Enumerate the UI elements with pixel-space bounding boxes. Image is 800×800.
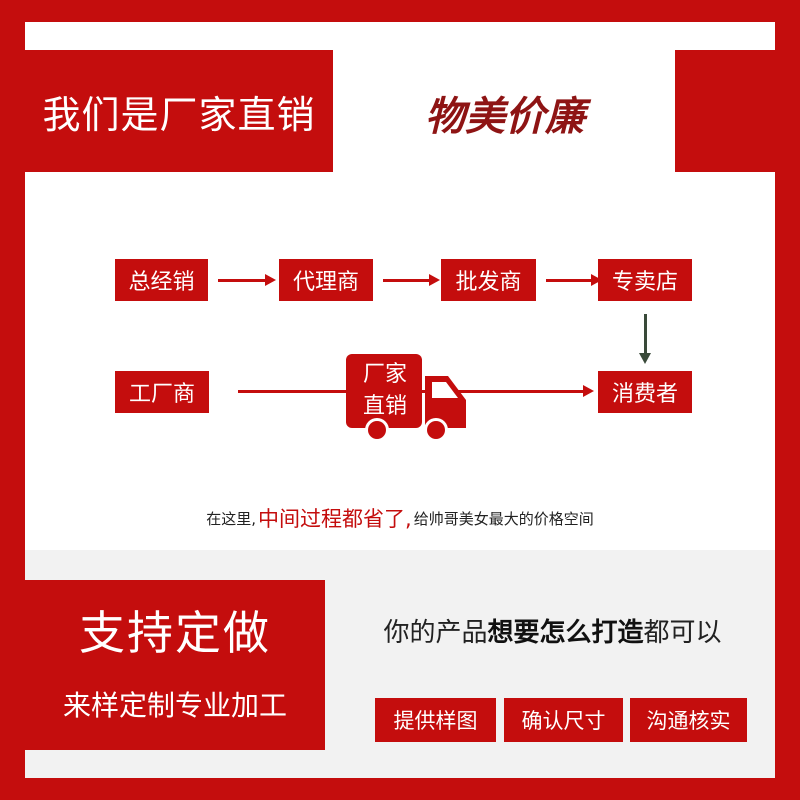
step-provide-sample[interactable]: 提供样图 xyxy=(375,698,496,742)
corner-band xyxy=(675,50,775,172)
tagline-prefix: 你的产品 xyxy=(383,617,488,648)
headline-band xyxy=(25,50,333,172)
savings-note: 在这里, 中间过程都省了, 给帅哥美女最大的价格空间 xyxy=(25,498,775,538)
note-highlight: 中间过程都省了, xyxy=(258,507,412,531)
custom-tagline: 你的产品 想要怎么打造 都可以 xyxy=(330,602,775,658)
custom-block xyxy=(25,580,325,750)
chain-box-agent: 代理商 xyxy=(279,259,373,301)
arrow-right-icon xyxy=(383,274,440,286)
arrow-right-icon xyxy=(218,274,276,286)
truck-label-line1: 厂家 xyxy=(362,362,407,387)
tagline-strong: 想要怎么打造 xyxy=(487,617,644,648)
chain-box-general-distributor: 总经销 xyxy=(115,259,208,301)
custom-subtitle: 来样定制专业加工 xyxy=(62,689,287,722)
tagline-suffix: 都可以 xyxy=(643,617,722,648)
factory-box: 工厂商 xyxy=(115,371,209,413)
note-suffix: 给帅哥美女最大的价格空间 xyxy=(413,509,594,528)
step-communicate-verify[interactable]: 沟通核实 xyxy=(630,698,747,742)
consumer-box: 消费者 xyxy=(598,371,692,413)
custom-title: 支持定做 xyxy=(79,606,271,660)
chain-box-store: 专卖店 xyxy=(598,259,692,301)
headline: 我们是厂家直销 xyxy=(42,92,316,137)
slogan: 物美价廉 xyxy=(425,94,585,140)
truck-label-line2: 直销 xyxy=(362,394,407,419)
arrow-right-icon xyxy=(546,274,602,286)
chain-box-wholesaler: 批发商 xyxy=(441,259,536,301)
truck-icon xyxy=(346,352,468,444)
step-confirm-size[interactable]: 确认尺寸 xyxy=(504,698,623,742)
arrow-down-icon xyxy=(639,314,651,364)
note-prefix: 在这里, xyxy=(206,509,257,528)
